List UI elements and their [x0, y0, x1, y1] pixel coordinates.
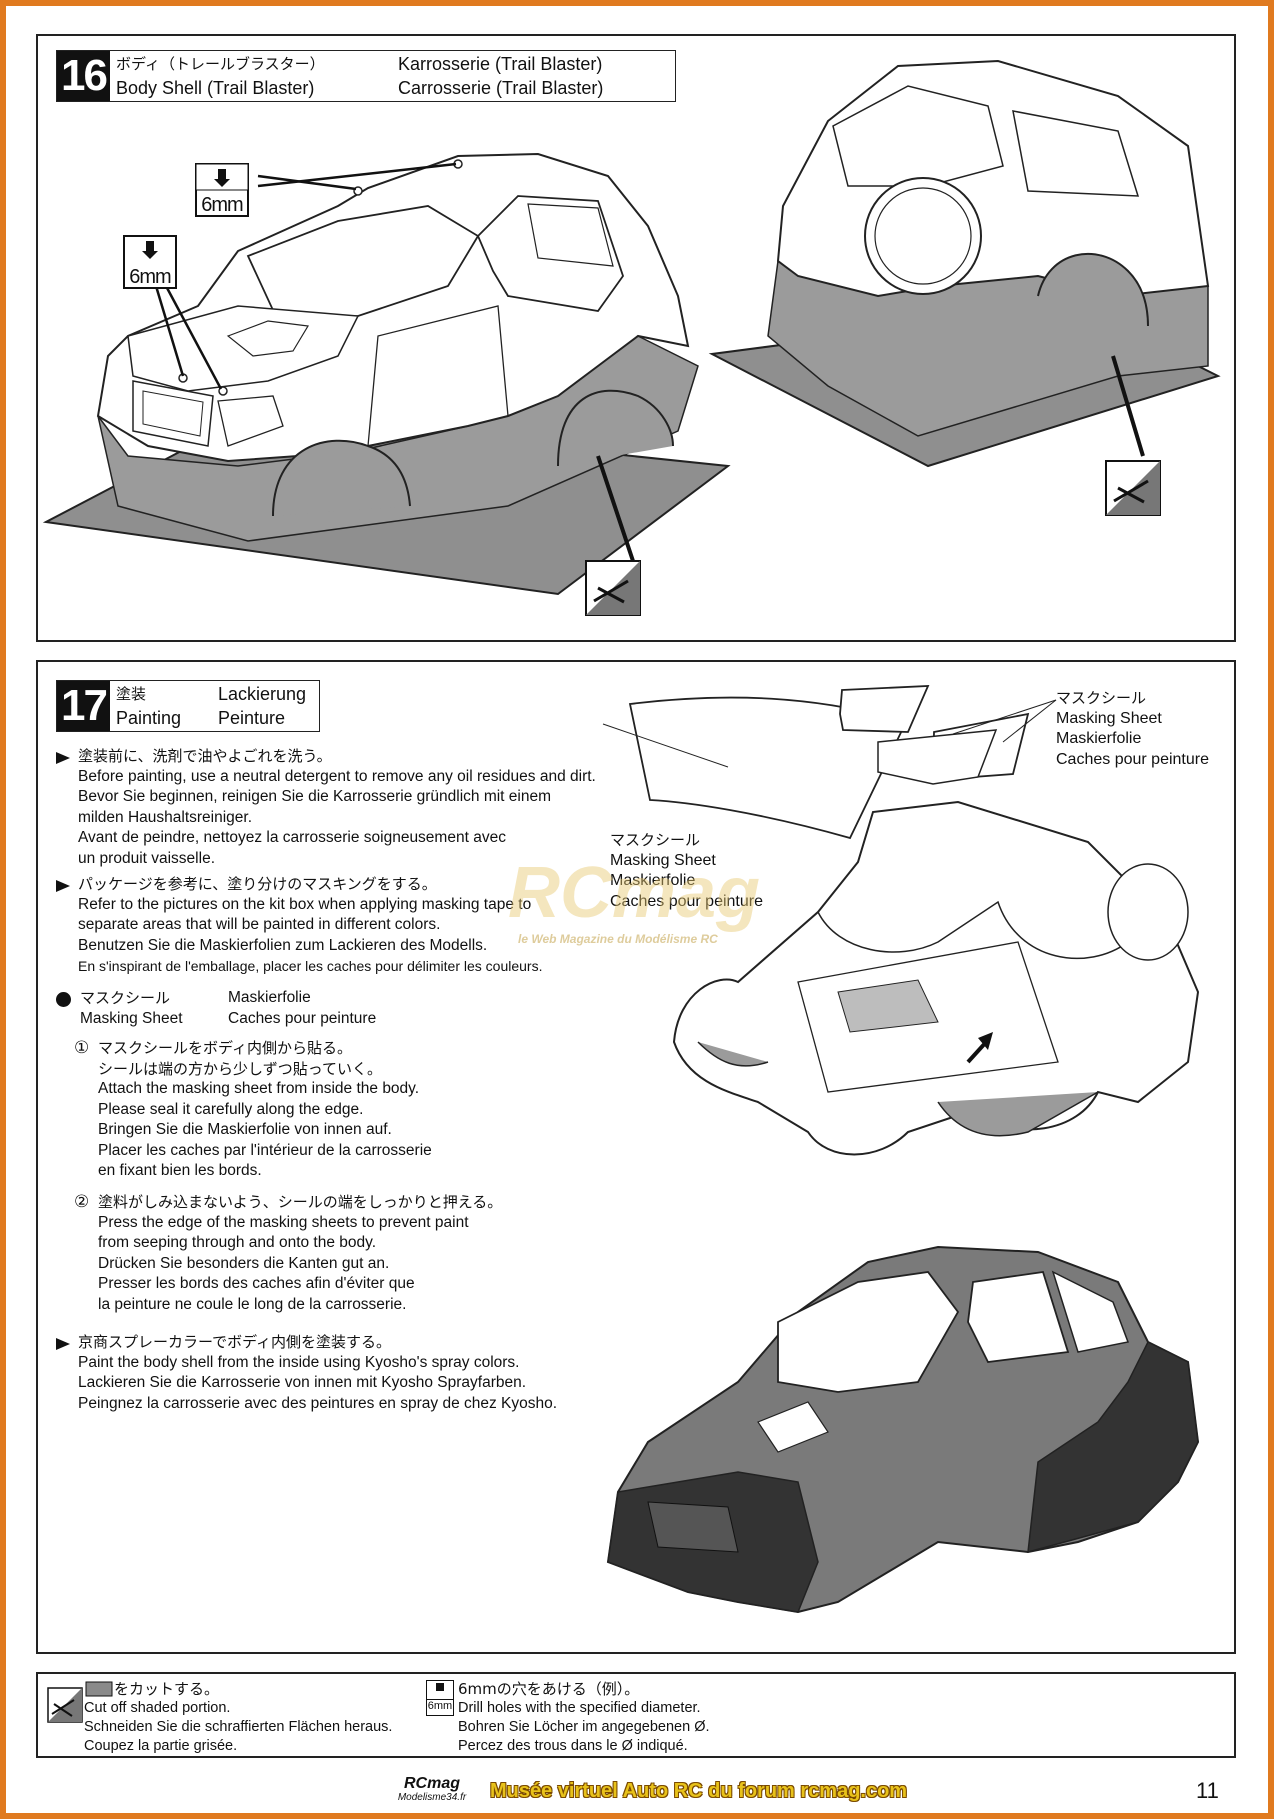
- instr2-jp: パッケージを参考に、塗り分けのマスキングをする。: [78, 875, 437, 893]
- instr1-fr2: un produit vaisselle.: [78, 849, 215, 867]
- step16-title-jp: ボディ（トレールブラスター）: [116, 55, 325, 73]
- callout-mid-fr: Caches pour peinture: [610, 892, 763, 910]
- instr3-arrow-icon: [56, 1338, 70, 1350]
- legend-panel: をカットする。 Cut off shaded portion. Schneide…: [36, 1672, 1236, 1758]
- callout-right-de: Maskierfolie: [1056, 730, 1142, 747]
- instr1-de1: Bevor Sie beginnen, reinigen Sie die Kar…: [78, 788, 552, 805]
- drill-legend-en: Drill holes with the specified diameter.: [458, 1700, 701, 1716]
- step17-number: 17: [57, 681, 110, 731]
- instr2-en2: separate areas that will be painted in d…: [78, 916, 441, 933]
- instr1-en: Before painting, use a neutral detergent…: [78, 767, 596, 785]
- instr3-de: Lackieren Sie die Karrosserie von innen …: [78, 1374, 527, 1391]
- callout-mid-en: Masking Sheet: [610, 851, 716, 869]
- instr3-fr: Peingnez la carrosserie avec des peintur…: [78, 1394, 558, 1412]
- masking-right-col: Maskierfolie Caches pour peinture: [228, 988, 376, 1029]
- masking-callout-right: マスクシール Masking Sheet Maskierfolie Caches…: [1056, 688, 1209, 770]
- sub1-number: ①: [74, 1038, 90, 1058]
- footer-logo-main: RCmag: [403, 1775, 460, 1792]
- footer-logo: RCmag Modelisme34.fr: [392, 1776, 472, 1804]
- instr1-arrow-icon: [56, 752, 70, 764]
- instr1-de2: milden Haushaltsreiniger.: [78, 808, 253, 826]
- callout-right-fr: Caches pour peinture: [1056, 750, 1209, 768]
- step16-title-de: Karrosserie (Trail Blaster): [398, 54, 603, 74]
- page-number: 11: [1196, 1778, 1219, 1803]
- sub1-en2: Please seal it carefully along the edge.: [98, 1100, 364, 1118]
- instr2-arrow-icon: [56, 880, 70, 892]
- sub1-block: マスクシールをボディ内側から貼る。 シールは端の方から少しずつ貼っていく。 At…: [98, 1038, 432, 1182]
- footer-logo-sub: Modelisme34.fr: [397, 1792, 467, 1803]
- instr3-en: Paint the body shell from the inside usi…: [78, 1353, 520, 1371]
- cut-legend-en: Cut off shaded portion.: [84, 1700, 231, 1716]
- cut-legend-text: をカットする。 Cut off shaded portion. Schneide…: [84, 1680, 392, 1756]
- step16-panel: 16 ボディ（トレールブラスター） Body Shell (Trail Blas…: [36, 34, 1236, 642]
- watermark-sub: le Web Magazine du Modélisme RC: [518, 932, 718, 946]
- masking-fr: Caches pour peinture: [228, 1009, 377, 1027]
- sub2-en1: Press the edge of the masking sheets to …: [98, 1213, 469, 1231]
- sub2-jp: 塗料がしみ込まないよう、シールの端をしっかりと押える。: [98, 1193, 503, 1211]
- drill-legend-icon: 6mm: [426, 1680, 454, 1716]
- drill-legend-jp: 6mmの穴をあける（例）。: [458, 1680, 640, 1698]
- sub2-number: ②: [74, 1192, 90, 1212]
- cut-legend-fr: Coupez la partie grisée.: [84, 1738, 238, 1754]
- watermark-logo: RCmag: [508, 853, 761, 933]
- step17-panel: 17 塗装 Painting Lackierung Peinture 塗装前に、…: [36, 660, 1236, 1654]
- step16-drill-label-2: 6mm: [129, 266, 171, 288]
- callout-right-jp: マスクシール: [1056, 689, 1147, 707]
- masking-jp: マスクシール: [80, 989, 171, 1007]
- cut-legend-de: Schneiden Sie die schraffierten Flächen …: [84, 1719, 393, 1735]
- step17-header: 17 塗装 Painting Lackierung Peinture: [56, 680, 320, 732]
- sub2-de: Drücken Sie besonders die Kanten gut an.: [98, 1254, 390, 1272]
- instr2-en1: Refer to the pictures on the kit box whe…: [78, 895, 532, 913]
- instr1-fr1: Avant de peindre, nettoyez la carrosseri…: [78, 829, 506, 846]
- drill-bit-icon: [436, 1683, 444, 1691]
- sub1-de: Bringen Sie die Maskierfolie von innen a…: [98, 1121, 392, 1138]
- instr2-fr: En s'inspirant de l'emballage, placer le…: [78, 958, 543, 974]
- sub1-jp2: シールは端の方から少しずつ貼っていく。: [98, 1059, 382, 1078]
- footer-text: Musée virtuel Auto RC du forum rcmag.com: [490, 1780, 908, 1802]
- step17-title-fr: Peinture: [218, 708, 286, 728]
- callout-right-en: Masking Sheet: [1056, 709, 1162, 727]
- step17-title-de: Lackierung: [218, 684, 307, 704]
- masking-de: Maskierfolie: [228, 989, 311, 1006]
- instr2-de: Benutzen Sie die Maskierfolien zum Lacki…: [78, 936, 488, 954]
- sub1-fr2: en fixant bien les bords.: [98, 1162, 262, 1179]
- instr2-block: パッケージを参考に、塗り分けのマスキングをする。 Refer to the pi…: [78, 874, 542, 977]
- cut-legend-icon: [47, 1687, 83, 1723]
- step16-title-en: Body Shell (Trail Blaster): [116, 78, 315, 98]
- instr3-jp: 京商スプレーカラーでボディ内側を塗装する。: [78, 1333, 392, 1351]
- step16-car-front-drawing: [42, 152, 731, 616]
- step16-header: 16 ボディ（トレールブラスター） Body Shell (Trail Blas…: [56, 50, 676, 102]
- drill-legend-fr: Percez des trous dans le Ø indiqué.: [458, 1738, 688, 1754]
- sub1-en1: Attach the masking sheet from inside the…: [98, 1080, 420, 1097]
- callout-mid-de: Maskierfolie: [610, 872, 696, 889]
- sub2-block: 塗料がしみ込まないよう、シールの端をしっかりと押える。 Press the ed…: [98, 1192, 502, 1315]
- instr3-block: 京商スプレーカラーでボディ内側を塗装する。 Paint the body she…: [78, 1332, 557, 1414]
- cut-legend-jp: をカットする。: [114, 1680, 220, 1698]
- masking-en: Masking Sheet: [80, 1009, 183, 1027]
- step16-drill-label-1: 6mm: [201, 194, 243, 216]
- drill-legend-icon-label: 6mm: [427, 1699, 453, 1712]
- sub2-en2: from seeping through and onto the body.: [98, 1234, 377, 1251]
- masking-callout-mid: マスクシール Masking Sheet Maskierfolie Caches…: [610, 830, 763, 912]
- sub2-fr1: Presser les bords des caches afin d'évit…: [98, 1275, 415, 1292]
- instr1-block: 塗装前に、洗剤で油やよごれを洗う。 Before painting, use a…: [78, 746, 596, 869]
- shaded-swatch-icon: [85, 1681, 113, 1697]
- masking-bullet-icon: [56, 992, 71, 1007]
- callout-mid-jp: マスクシール: [610, 831, 701, 849]
- step16-number: 16: [57, 51, 110, 101]
- step16-title-fr: Carrosserie (Trail Blaster): [398, 78, 604, 98]
- sub1-fr1: Placer les caches par l'intérieur de la …: [98, 1141, 432, 1159]
- step16-car-rear-drawing: [708, 59, 1221, 516]
- step17-title-jp: 塗装: [116, 685, 147, 703]
- masking-left-col: マスクシール Masking Sheet: [80, 988, 183, 1029]
- drill-legend-de: Bohren Sie Löcher im angegebenen Ø.: [458, 1719, 710, 1735]
- step17-title-en: Painting: [116, 708, 182, 728]
- drill-legend-text: 6mmの穴をあける（例）。 Drill holes with the speci…: [458, 1680, 710, 1756]
- sub2-fr2: la peinture ne coule le long de la carro…: [98, 1295, 407, 1313]
- step17-masking-drawing: [602, 685, 1200, 1614]
- instr1-jp: 塗装前に、洗剤で油やよごれを洗う。: [78, 747, 332, 765]
- sub1-jp1: マスクシールをボディ内側から貼る。: [98, 1039, 352, 1057]
